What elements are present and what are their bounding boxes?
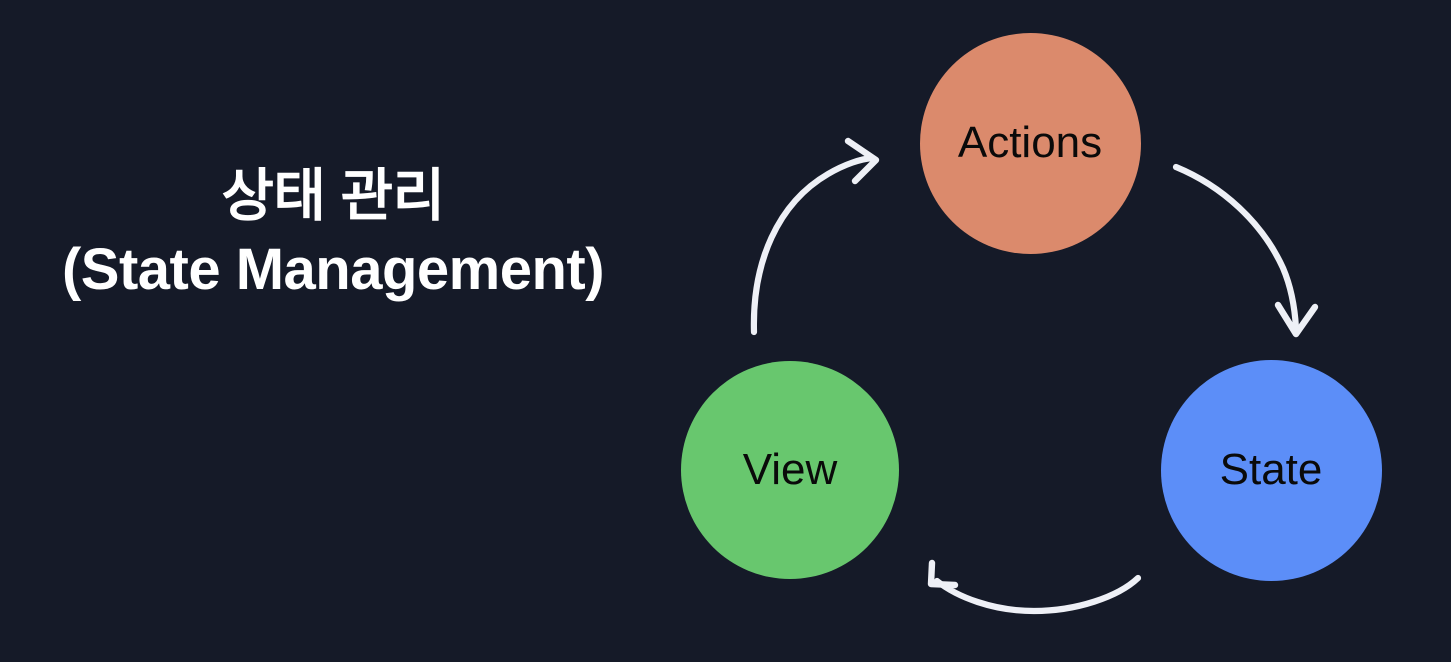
arrow-view-to-actions <box>750 137 880 336</box>
node-actions-label: Actions <box>957 118 1103 167</box>
node-view-label: View <box>742 445 838 494</box>
node-view[interactable]: View <box>681 361 899 579</box>
arrow-state-to-view <box>927 559 1142 615</box>
page-title: 상태 관리 (State Management) <box>18 160 648 307</box>
page-title-english: (State Management) <box>61 236 605 302</box>
page-title-korean: 상태 관리 <box>221 164 445 228</box>
node-state-label: State <box>1219 445 1323 494</box>
arrow-actions-to-state <box>1172 163 1319 338</box>
node-state[interactable]: State <box>1160 359 1382 581</box>
node-actions[interactable]: Actions <box>919 32 1141 254</box>
